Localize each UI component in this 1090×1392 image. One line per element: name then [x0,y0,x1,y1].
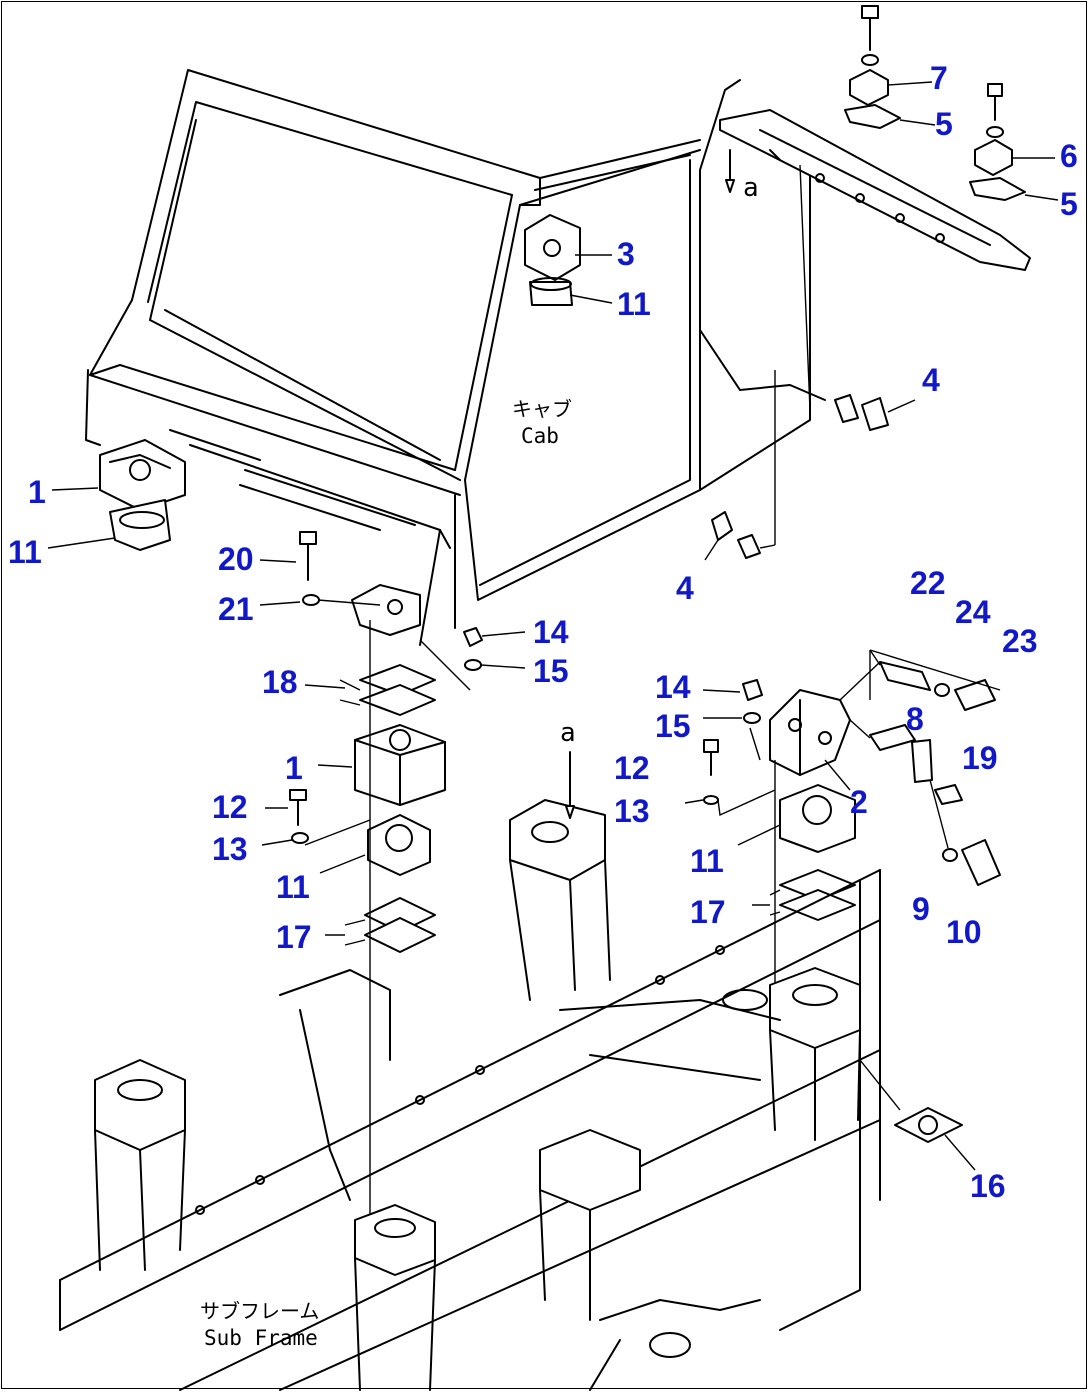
callout-17-left: 17 [276,919,312,955]
callout-9: 9 [912,891,930,927]
cab-label-en: Cab [521,424,559,448]
callout-10: 10 [946,914,982,950]
callout-21: 21 [218,591,254,627]
ref-a-upper: a [743,173,759,203]
callout-14-right: 14 [655,669,691,705]
callout-13-left: 13 [212,831,248,867]
callout-1-lower: 1 [285,750,303,786]
callout-24: 24 [955,594,991,630]
callout-14-left: 14 [533,614,569,650]
callout-11-lower-right: 11 [690,843,724,879]
callout-12-left: 12 [212,789,248,825]
subframe-drawing [59,751,976,1391]
ref-a-lower: a [560,718,576,748]
callout-18: 18 [262,664,298,700]
callout-2: 2 [850,784,868,820]
pin-hardware [704,394,916,561]
callout-13-right: 13 [614,793,650,829]
subframe-label-en: Sub Frame [204,1326,318,1350]
callout-1-upper: 1 [28,474,46,510]
callout-4-upper: 4 [922,362,940,398]
callout-17-right: 17 [690,894,726,930]
callout-19: 19 [962,740,998,776]
callout-11-upper-right: 11 [617,286,651,322]
callout-12-right: 12 [614,750,650,786]
callout-6: 6 [1060,138,1078,174]
upper-bracket [719,5,1059,545]
callout-leaders [47,254,613,549]
right-mount-stack [684,649,1001,990]
callout-3: 3 [617,236,635,272]
callout-22: 22 [910,565,946,601]
callout-15-right: 15 [655,708,691,744]
callout-20: 20 [218,541,254,577]
callout-11-lower-left: 11 [276,869,310,905]
callout-7: 7 [930,60,948,96]
cab-label-jp: キャブ [512,397,572,421]
callout-15-left: 15 [533,653,569,689]
callout-8: 8 [906,701,924,737]
subframe-label-jp: サブフレーム [200,1299,320,1323]
callout-23: 23 [1002,623,1038,659]
callout-5-upper: 5 [935,106,953,142]
left-mount-stack [259,531,526,1220]
callout-11-upper-left: 11 [8,534,42,570]
callout-16: 16 [970,1168,1006,1204]
cab-drawing [85,69,826,646]
callout-5-lower: 5 [1060,186,1078,222]
callout-4-lower: 4 [676,570,694,606]
